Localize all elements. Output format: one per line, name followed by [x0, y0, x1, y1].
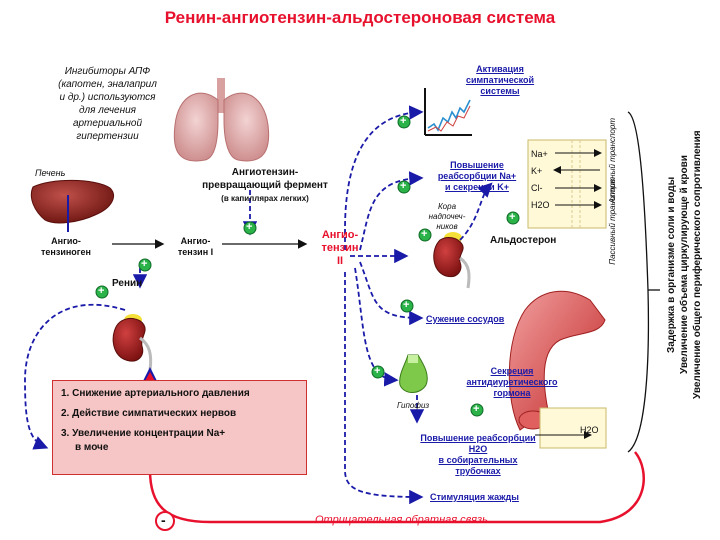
plus-icon: +	[141, 258, 148, 270]
adrenal-kidney-icon	[433, 232, 471, 289]
ion-transport-panel	[527, 139, 607, 229]
page-title: Ренин-ангиотензин-альдостероновая систем…	[164, 8, 556, 27]
collecting-duct-panel	[535, 407, 607, 449]
plus-icon: +	[374, 365, 381, 377]
angiotensin-1-label: Ангио- тензин I	[177, 236, 214, 257]
effects-list: Задержка в организме соли и воды Увеличе…	[666, 130, 703, 400]
ace-inhibitors-note: Ингибиторы АПФ (капотен, эналаприл и др.…	[58, 66, 157, 142]
sympathetic-graph	[424, 88, 472, 136]
liver-label: Печень	[35, 168, 66, 178]
sympathetic-activation-label: Активация симпатической системы	[465, 64, 535, 96]
water-reabsorption-label: Повышение реабсорбции H2O в собирательны…	[420, 433, 536, 476]
negative-feedback-label: Отрицательная обратная связь	[315, 514, 488, 526]
adh-secretion-label: Секреция антидиуретического гормона	[466, 366, 558, 398]
plus-markers	[95, 115, 520, 417]
plus-icon: +	[400, 115, 407, 127]
plus-icon: +	[98, 285, 105, 297]
ion-labels: Na+ K+ Cl- H2O	[531, 149, 550, 210]
liver-icon	[30, 179, 114, 224]
thirst-label: Стимуляция жажды	[430, 492, 519, 502]
plus-icon: +	[473, 403, 480, 415]
vasoconstriction-label: Сужение сосудов	[426, 314, 505, 324]
angiotensinogen-label: Ангио- тензиноген	[41, 236, 91, 257]
adrenal-cortex-label: Кора надпочеч- ников	[428, 202, 466, 231]
aldosterone-label: Альдостерон	[490, 235, 557, 246]
pituitary-label: Гипофиз	[397, 401, 430, 410]
negative-feedback-arrow	[140, 367, 645, 524]
collecting-h2o-label: H2O	[580, 425, 599, 435]
angiotensin-2-label: Ангио- тензин II	[321, 229, 359, 267]
lungs-icon	[173, 78, 270, 162]
renin-label: Ренин	[112, 278, 143, 289]
minus-circle	[155, 511, 175, 531]
plus-icon: +	[403, 299, 410, 311]
renin-triggers-box: 1. Снижение артериального давления 2. Де…	[52, 380, 307, 475]
minus-sign: -	[161, 512, 166, 528]
ace-label: Ангиотензин- превращающий фермент (в кап…	[202, 167, 328, 203]
kidney-icon	[112, 314, 153, 371]
plus-icon: +	[246, 221, 253, 233]
pituitary-icon	[399, 354, 428, 393]
plus-icon: +	[400, 180, 407, 192]
na-reabsorption-label: Повышение реабсорбции Na+ и секреции K+	[437, 160, 517, 192]
passive-transport-label: Пассивный транспорт	[608, 177, 617, 265]
plus-icon: +	[509, 211, 516, 223]
plus-icon: +	[421, 228, 428, 240]
